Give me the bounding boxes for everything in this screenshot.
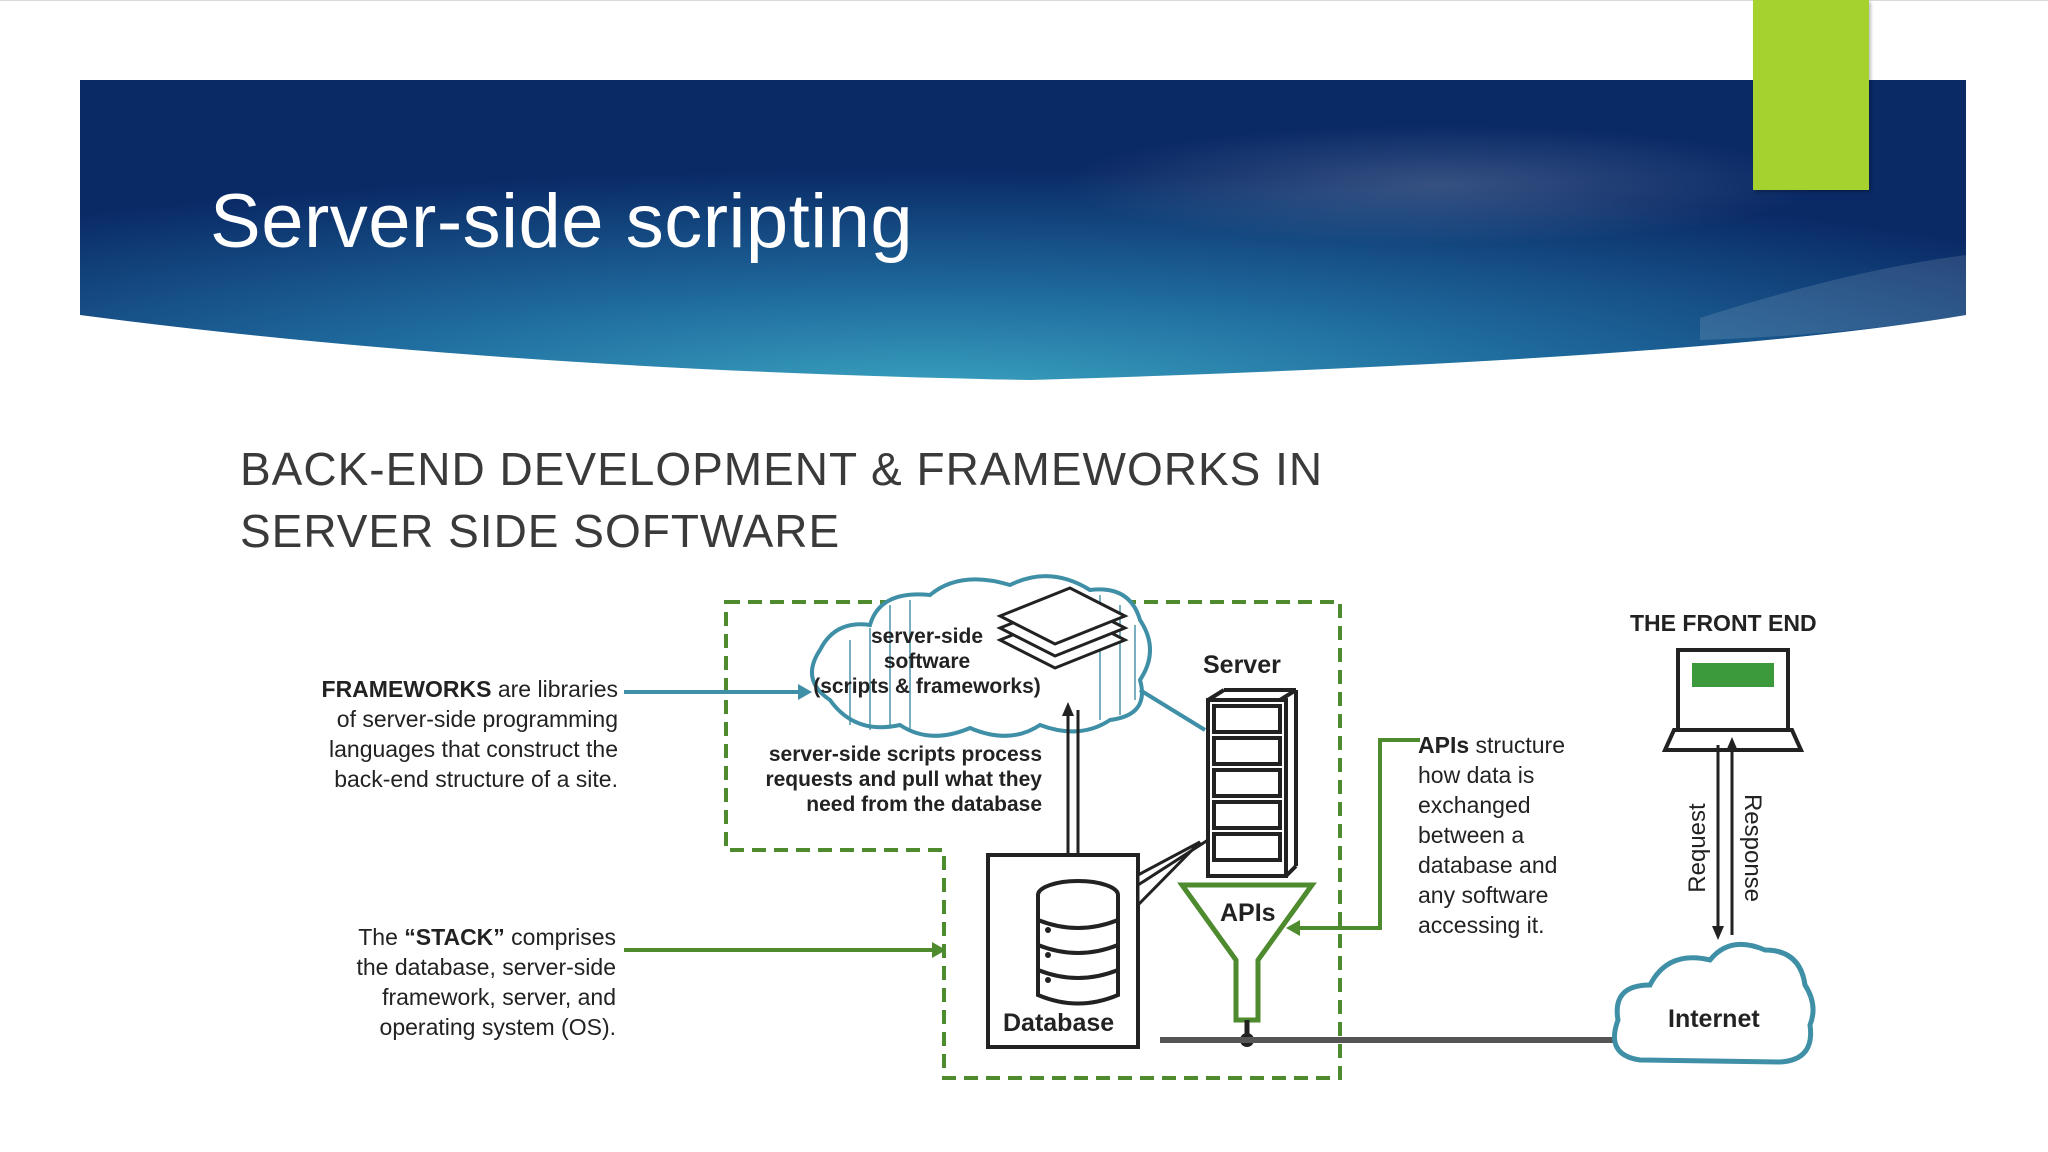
frameworks-line4: back-end structure of a site.: [334, 766, 618, 792]
scripts-line3: need from the database: [806, 793, 1042, 816]
scripts-note: server-side scripts process requests and…: [765, 742, 1042, 817]
server-rack: [1206, 688, 1298, 878]
slide-title: Server-side scripting: [210, 179, 914, 264]
stack-bold: “STACK”: [404, 924, 505, 950]
front-end-label: THE FRONT END: [1630, 610, 1817, 636]
apis-note-line7: accessing it.: [1418, 912, 1545, 938]
stack-note: The “STACK” comprises the database, serv…: [356, 922, 616, 1042]
stack-line2: the database, server-side: [356, 954, 616, 980]
apis-note-bold: APIs: [1418, 732, 1470, 758]
database-label: Database: [1003, 1009, 1115, 1037]
apis-note-line2: how data is: [1418, 762, 1535, 788]
software-line2: software: [883, 650, 971, 673]
apis-label: APIs: [1220, 899, 1276, 927]
software-label: server-side software (scripts & framewor…: [812, 624, 1042, 699]
apis-note-line5: database and: [1418, 852, 1558, 878]
apis-note-line6: any software: [1418, 882, 1549, 908]
figure-heading-line-2: SERVER SIDE SOFTWARE: [240, 505, 841, 557]
stack-line1-pre: The: [358, 924, 405, 950]
stack-line1-rest: comprises: [504, 924, 616, 950]
apis-note: APIs structure how data is exchanged bet…: [1418, 730, 1565, 940]
internet-label: Internet: [1668, 1005, 1760, 1033]
stack-line3: framework, server, and: [382, 984, 616, 1010]
stack-line4: operating system (OS).: [379, 1014, 616, 1040]
server-label: Server: [1203, 651, 1281, 679]
scripts-line2: requests and pull what they: [765, 768, 1042, 791]
apis-note-line4: between a: [1418, 822, 1525, 848]
accent-tab: [1753, 0, 1869, 190]
request-label: Request: [1684, 803, 1711, 893]
papers-icon: [996, 586, 1129, 670]
frameworks-line2: of server-side programming: [336, 706, 618, 732]
figure-heading: BACK-END DEVELOPMENT & FRAMEWORKS IN SER…: [240, 438, 1323, 562]
internet-cloud: [1612, 941, 1816, 1065]
frameworks-line1-rest: are libraries: [491, 676, 618, 702]
frameworks-line3: languages that construct the: [329, 736, 618, 762]
scripts-line1: server-side scripts process: [768, 743, 1042, 766]
figure-heading-line-1: BACK-END DEVELOPMENT & FRAMEWORKS IN: [240, 443, 1324, 495]
frameworks-note: FRAMEWORKS are libraries of server-side …: [322, 674, 618, 794]
apis-note-line1-rest: structure: [1469, 732, 1566, 758]
software-line1: server-side: [870, 625, 984, 648]
database-box: [986, 840, 1202, 1049]
apis-note-line3: exchanged: [1418, 792, 1531, 818]
title-banner: [80, 80, 1966, 380]
top-rule: [0, 0, 2048, 1]
stack-boundary: [724, 600, 1342, 1080]
response-label: Response: [1739, 794, 1766, 902]
frameworks-bold: FRAMEWORKS: [321, 676, 492, 702]
laptop-icon: [1661, 648, 1805, 752]
software-line3: (scripts & frameworks): [813, 675, 1041, 698]
